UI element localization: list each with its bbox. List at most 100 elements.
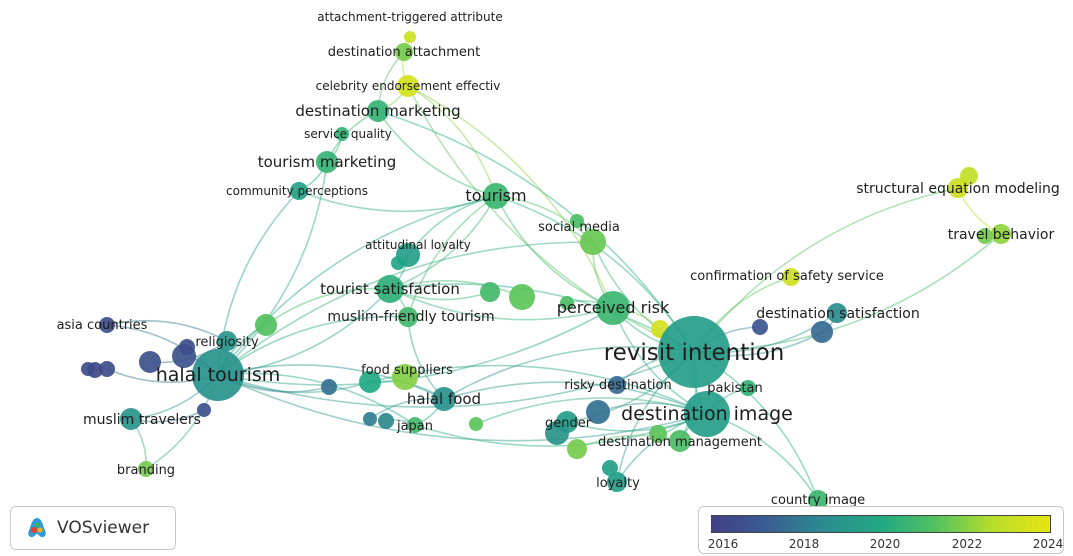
node-purple-2[interactable] [139,351,161,373]
label-attitudinal-loyalty[interactable]: attitudinal loyalty [365,238,471,252]
label-perceived-risk[interactable]: perceived risk [557,298,670,317]
network-link [576,434,681,450]
label-country-image[interactable]: country image [771,493,865,508]
node-perceived-risk[interactable] [596,291,630,325]
node-ts-3[interactable] [509,284,535,310]
node-perceived-risk-2[interactable] [560,296,574,310]
label-food-suppliers[interactable]: food suppliers [361,363,453,378]
node-ds-3[interactable] [752,319,768,335]
label-halal-food[interactable]: halal food [407,390,481,408]
label-structural-equation-modeling[interactable]: structural equation modeling [856,181,1060,197]
label-tourism[interactable]: tourism [465,186,526,205]
node-sem-2[interactable] [960,167,978,185]
network-link [407,85,614,309]
label-revisit-intention[interactable]: revisit intention [604,340,785,366]
network-link [407,85,695,353]
node-social-media[interactable] [580,229,606,255]
node-branding[interactable] [138,461,154,477]
label-tourist-satisfaction[interactable]: tourist satisfaction [320,280,460,298]
label-halal-tourism[interactable]: halal tourism [156,364,281,386]
node-pakistan[interactable] [740,380,756,396]
node-japan-2[interactable] [363,412,377,426]
label-risky-destination[interactable]: risky destination [564,378,671,393]
node-revisit-intention[interactable] [658,316,730,388]
node-food-suppliers[interactable] [359,371,381,393]
label-tourism-marketing[interactable]: tourism marketing [258,153,397,171]
node-purple-3[interactable] [179,339,195,355]
color-scale-bar [711,515,1051,533]
label-social-media[interactable]: social media [538,220,620,235]
node-ts-2[interactable] [480,282,500,302]
node-purple-6[interactable] [81,362,95,376]
label-confirmation-of-safety-service[interactable]: confirmation of safety service [690,269,884,284]
node-asia-countries[interactable] [99,317,115,333]
node-destination-image[interactable] [684,391,730,437]
label-japan[interactable]: japan [396,419,433,434]
label-attachment-triggered-attribute[interactable]: attachment-triggered attribute [317,10,502,24]
node-religiosity-2[interactable] [255,314,277,336]
label-destination-image[interactable]: destination image [621,403,793,425]
node-attachment-triggered-attribute[interactable] [404,31,416,43]
label-loyalty[interactable]: loyalty [596,476,640,491]
node-gender-2[interactable] [545,421,569,445]
node-attitudinal-loyalty-2[interactable] [391,256,405,270]
node-halal-tourism[interactable] [192,349,244,401]
label-destination-satisfaction[interactable]: destination satisfaction [756,306,919,322]
label-branding[interactable]: branding [117,463,175,478]
label-destination-attachment[interactable]: destination attachment [328,45,480,60]
label-destination-marketing[interactable]: destination marketing [295,102,460,120]
scale-tick-2022: 2022 [951,537,983,551]
node-japan[interactable] [407,417,423,433]
network-link [377,110,497,197]
label-community-perceptions[interactable]: community perceptions [226,184,368,198]
label-travel-behavior[interactable]: travel behavior [948,227,1055,243]
node-religiosity[interactable] [217,331,237,351]
label-destination-management[interactable]: destination management [598,435,762,450]
node-destination-satisfaction[interactable] [827,303,847,323]
node-travel-behavior-2[interactable] [977,228,993,244]
node-di-2[interactable] [586,400,610,424]
vosviewer-logo-panel[interactable]: VOSviewer [10,506,176,550]
node-muslim-friendly-tourism[interactable] [398,307,418,327]
label-pakistan[interactable]: pakistan [707,381,762,396]
node-confirmation-of-safety-service[interactable] [782,268,800,286]
overlay-color-scale: 2016 2018 2020 2022 2024 [698,506,1064,554]
scale-tick-2016: 2016 [707,537,739,551]
label-service-quality[interactable]: service quality [304,127,392,141]
label-muslim-friendly-tourism[interactable]: muslim-friendly tourism [327,309,494,325]
node-dm-2[interactable] [567,439,587,459]
node-loyalty-2[interactable] [602,460,618,476]
label-gender[interactable]: gender [545,416,592,431]
network-link [407,85,497,197]
label-asia-countries[interactable]: asia countries [57,318,148,333]
node-purple-4[interactable] [99,361,115,377]
node-destination-marketing[interactable] [367,100,389,122]
node-structural-equation-modeling[interactable] [948,178,968,198]
node-blue-1[interactable] [321,379,337,395]
node-social-media-2[interactable] [570,214,584,228]
node-community-perceptions[interactable] [290,182,308,200]
node-tourism[interactable] [483,183,509,209]
node-dm-3[interactable] [649,425,667,443]
node-mt-2[interactable] [197,403,211,417]
label-muslim-travelers[interactable]: muslim travelers [83,412,201,428]
label-religiosity[interactable]: religiosity [195,335,259,350]
node-halal-food[interactable] [432,387,456,411]
node-tourism-marketing[interactable] [316,151,338,173]
node-celebrity-endorsement[interactable] [397,75,419,97]
node-ds-2[interactable] [811,321,833,343]
node-loyalty[interactable] [607,472,627,492]
node-country-image[interactable] [808,490,828,510]
node-japan-3[interactable] [378,413,394,429]
node-destination-management[interactable] [669,430,691,452]
node-food-suppliers-2[interactable] [392,364,418,390]
node-destination-attachment[interactable] [395,43,413,61]
node-green-small[interactable] [469,417,483,431]
node-tourist-satisfaction[interactable] [376,275,404,303]
node-travel-behavior[interactable] [991,224,1011,244]
node-muslim-travelers[interactable] [120,408,142,430]
label-celebrity-endorsement[interactable]: celebrity endorsement effectiv [316,79,501,93]
node-risky-destination[interactable] [608,376,626,394]
node-service-quality[interactable] [335,127,349,141]
